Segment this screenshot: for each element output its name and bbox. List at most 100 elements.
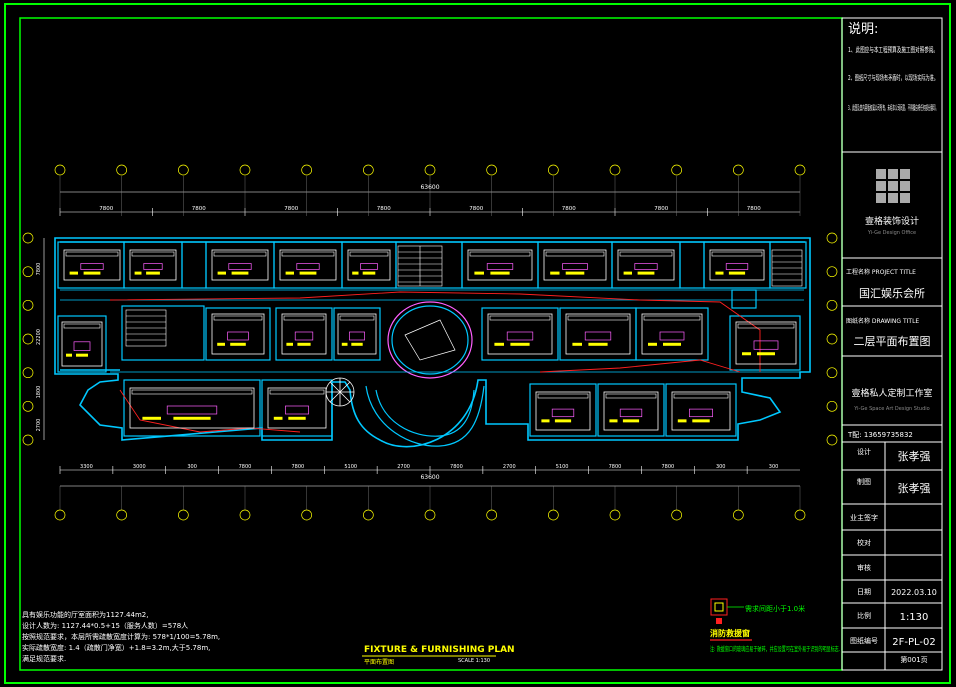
studio-subtitle: Yi-Ge Space Art Design Studio [853, 406, 929, 412]
designer-label: 设计 [857, 447, 871, 456]
bottom-dim-label: 3000 [133, 464, 146, 470]
axis-marker-top [54, 164, 66, 176]
axis-marker-right [826, 400, 838, 412]
axis-marker-bottom [239, 509, 251, 521]
axis-marker-right [826, 333, 838, 345]
bottom-dim-label: 2700 [503, 464, 516, 470]
axis-marker-top [177, 164, 189, 176]
bottom-dim-label: 7800 [609, 464, 622, 470]
sofa-set [211, 313, 265, 355]
sofa-set [281, 313, 327, 355]
drafter-label: 制图 [857, 477, 871, 486]
calc-line-3: 按照规范要求，本层所需疏散宽度计算为: 578*1/100=5.78m, [22, 632, 220, 641]
axis-marker-bottom [609, 509, 621, 521]
stair-top [397, 245, 443, 287]
top-dim-label: 7800 [284, 206, 298, 212]
bottom-dim-label: 5100 [556, 464, 569, 470]
middle-rooms [57, 289, 801, 373]
bottom-dim-label: 300 [187, 464, 197, 470]
notes-item-3: 3、此图及其内容版权属公司所有，未经本公司同意，不得擅自将任何部分翻印。 [848, 103, 938, 112]
axis-marker-bottom [794, 509, 806, 521]
sofa-set [63, 249, 121, 281]
axis-marker-bottom [362, 509, 374, 521]
sofa-set [535, 391, 591, 431]
grid-axis-markers [22, 164, 838, 521]
sofa-set [565, 313, 631, 355]
plan-scale: SCALE 1:130 [458, 658, 490, 664]
central-lobby [387, 301, 473, 379]
sofa-set [211, 249, 269, 281]
floor-plan [54, 237, 811, 448]
calc-line-4: 实际疏散宽度: 1.4（疏散门净宽）+1.8=3.2m,大于5.78m, [22, 643, 210, 652]
bottom-dim-label: 7800 [661, 464, 674, 470]
inner-frame [19, 17, 843, 671]
stair-right [771, 249, 803, 287]
round-lounge [325, 377, 355, 407]
legend-item-2-note: 注: 救援窗口的玻璃应易于破碎，并应设置可在室外易于识别的明显标志. [710, 644, 840, 653]
sofa-set [279, 249, 337, 281]
top-dim-label: 7800 [562, 206, 576, 212]
furniture [61, 249, 797, 431]
studio-name: 壹格私人定制工作室 [851, 387, 932, 399]
top-dim-label: 7800 [469, 206, 483, 212]
legend: 需求间距小于1.0米 消防救援窗 注: 救援窗口的玻璃应易于破碎，并应设置可在室… [710, 598, 840, 653]
axis-marker-bottom [177, 509, 189, 521]
axis-marker-bottom [486, 509, 498, 521]
left-dim-label: 2700 [36, 419, 42, 432]
axis-marker-bottom [116, 509, 128, 521]
axis-marker-bottom [301, 509, 313, 521]
axis-marker-right [826, 434, 838, 446]
axis-marker-top [732, 164, 744, 176]
corridors [60, 289, 804, 373]
axis-marker-left [22, 434, 34, 446]
axis-marker-top [116, 164, 128, 176]
sofa-set [735, 321, 797, 365]
evacuation-route [109, 291, 761, 433]
left-dim-label: 22200 [36, 329, 42, 345]
notes-item-2: 2、图纸尺寸与现场有矛盾时，以现场实际为准。 [848, 73, 938, 82]
page-number: 第001页 [900, 655, 927, 664]
plan-title: FIXTURE & FURNISHING PLAN [364, 645, 515, 655]
bottom-dim-label: 2700 [397, 464, 410, 470]
sofa-set [347, 249, 391, 281]
company-subtitle: Yi-Ge Design Office [867, 230, 916, 236]
axis-marker-top [671, 164, 683, 176]
drawing-value: 二层平面布置图 [854, 335, 931, 348]
bottom-dim-label: 300 [769, 464, 779, 470]
axis-marker-top [486, 164, 498, 176]
axis-marker-bottom [424, 509, 436, 521]
axis-marker-bottom [547, 509, 559, 521]
company-name: 壹格装饰设计 [865, 215, 919, 227]
axis-marker-top [301, 164, 313, 176]
check-label: 校对 [857, 538, 871, 547]
top-dim-label: 7800 [747, 206, 761, 212]
axis-marker-top [362, 164, 374, 176]
legend-item-1: 需求间距小于1.0米 [745, 604, 805, 613]
sofa-set [641, 313, 703, 355]
bottom-dim-label: 300 [716, 464, 726, 470]
top-rooms [57, 241, 807, 289]
left-dim-label: 1800 [36, 386, 42, 399]
notes-heading: 说明: [848, 22, 878, 37]
bottom-dim-label: 3300 [80, 464, 93, 470]
plan-title-block: FIXTURE & FURNISHING PLAN 平面布置图 SCALE 1:… [362, 645, 515, 666]
sofa-set [543, 249, 607, 281]
sofa-set [671, 391, 731, 431]
date-value: 2022.03.10 [891, 588, 937, 597]
project-label: 工程名称 PROJECT TITLE [846, 268, 916, 276]
axis-marker-bottom [54, 509, 66, 521]
axis-marker-right [826, 367, 838, 379]
designer-value: 张孝强 [898, 450, 931, 463]
plan-subtitle: 平面布置图 [364, 658, 394, 666]
axis-marker-bottom [671, 509, 683, 521]
title-block: 说明: 1、此图应与本工程预算及施工图对照参阅。 2、图纸尺寸与现场有矛盾时，以… [841, 17, 943, 671]
axis-marker-left [22, 299, 34, 311]
notes-item-1: 1、此图应与本工程预算及施工图对照参阅。 [848, 45, 938, 54]
calc-line-5: 满足规范要求. [22, 654, 66, 663]
sofa-set [487, 313, 553, 355]
outer-frame [4, 3, 951, 684]
sofa-set [337, 313, 377, 355]
left-dim-label: 7800 [36, 263, 42, 276]
sofa-set [129, 387, 255, 429]
